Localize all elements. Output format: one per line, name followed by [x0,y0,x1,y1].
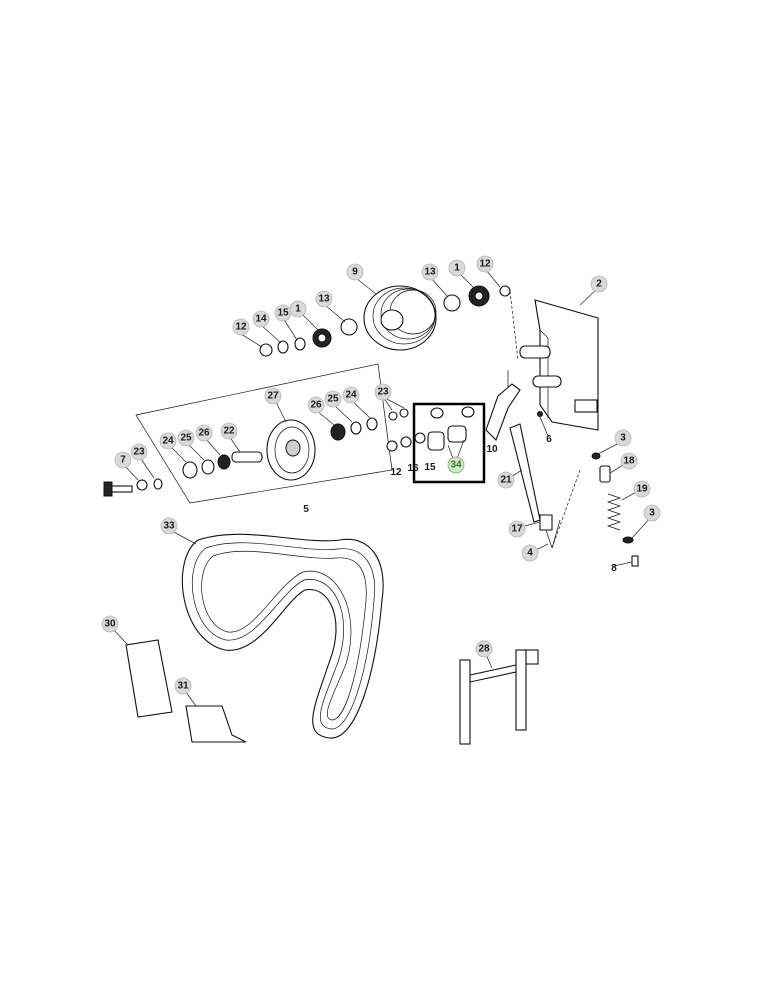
callout-26-left: 26 [195,424,213,442]
bolt-and-nut [103,478,163,497]
svg-text:26: 26 [198,428,210,439]
spring-hardware [591,452,639,567]
callout-4: 4 [521,544,539,562]
svg-text:13: 13 [424,267,436,278]
svg-text:3: 3 [620,433,626,444]
label-16: 16 [407,463,419,474]
callout-23-upper: 23 [374,383,392,401]
label-5: 5 [303,504,309,515]
support-frame [459,649,539,745]
callout-23-lower: 23 [130,443,148,461]
svg-text:6: 6 [546,434,552,445]
callout-6: 6 [546,434,552,445]
svg-text:12: 12 [479,259,491,270]
callout-8: 8 [611,563,617,574]
callout-21: 21 [497,471,515,489]
callout-33: 33 [160,517,178,535]
highlight-box [412,402,486,484]
svg-text:30: 30 [104,619,116,630]
svg-text:22: 22 [223,426,235,437]
svg-text:21: 21 [500,475,512,486]
callout-7: 7 [114,451,132,469]
callout-3-lower: 3 [643,504,661,522]
svg-text:19: 19 [636,484,648,495]
callout-13-left: 13 [315,290,333,308]
svg-text:1: 1 [454,263,460,274]
callout-15-upper: 15 [274,304,292,322]
callout-18: 18 [620,452,638,470]
idler-plate-assembly [135,363,393,504]
svg-text:7: 7 [120,455,126,466]
callout-2: 2 [590,275,608,293]
svg-text:2: 2 [596,279,602,290]
spacer-washers [386,408,426,452]
svg-text:9: 9 [352,267,358,278]
drive-belt [181,533,384,739]
label-15-lower: 15 [424,462,436,473]
svg-text:33: 33 [163,521,175,532]
upper-pulley-assembly [259,285,519,361]
callout-12-left: 12 [232,318,250,336]
callout-13-right: 13 [421,263,439,281]
mounting-bracket [519,299,599,431]
label-10: 10 [486,444,498,455]
svg-text:17: 17 [511,524,523,535]
callout-28: 28 [475,640,493,658]
callout-1-left: 1 [289,300,307,318]
callout-24-right: 24 [342,386,360,404]
svg-text:31: 31 [177,681,189,692]
svg-text:12: 12 [235,322,247,333]
svg-text:23: 23 [377,387,389,398]
callout-34-highlighted: 34 [447,456,465,474]
callout-17: 17 [508,520,526,538]
callout-14: 14 [252,310,270,328]
callout-12-right: 12 [476,255,494,273]
belt-guards [125,639,247,743]
svg-text:8: 8 [611,563,617,574]
svg-text:23: 23 [133,447,145,458]
callout-26-right: 26 [307,396,325,414]
callout-31: 31 [174,677,192,695]
svg-text:25: 25 [180,433,192,444]
callout-30: 30 [101,615,119,633]
callout-25-left: 25 [177,429,195,447]
svg-text:28: 28 [478,644,490,655]
callout-9: 9 [346,263,364,281]
svg-text:24: 24 [162,436,174,447]
svg-text:13: 13 [318,294,330,305]
callout-22: 22 [220,422,238,440]
svg-text:14: 14 [255,314,267,325]
svg-text:18: 18 [623,456,635,467]
svg-text:4: 4 [527,548,533,559]
svg-text:26: 26 [310,400,322,411]
callout-25-right: 25 [324,390,342,408]
tension-rod [509,423,581,549]
label-12-lower: 12 [390,467,402,478]
svg-text:1: 1 [295,304,301,315]
tensioner-arm [485,370,521,441]
svg-text:3: 3 [649,508,655,519]
svg-text:27: 27 [267,391,279,402]
callout-27: 27 [264,387,282,405]
callout-24-left: 24 [159,432,177,450]
svg-text:24: 24 [345,390,357,401]
svg-text:25: 25 [327,394,339,405]
svg-text:34: 34 [450,460,462,471]
callout-1-right: 1 [448,259,466,277]
svg-text:15: 15 [277,308,289,319]
callout-3-upper: 3 [614,429,632,447]
callout-19: 19 [633,480,651,498]
